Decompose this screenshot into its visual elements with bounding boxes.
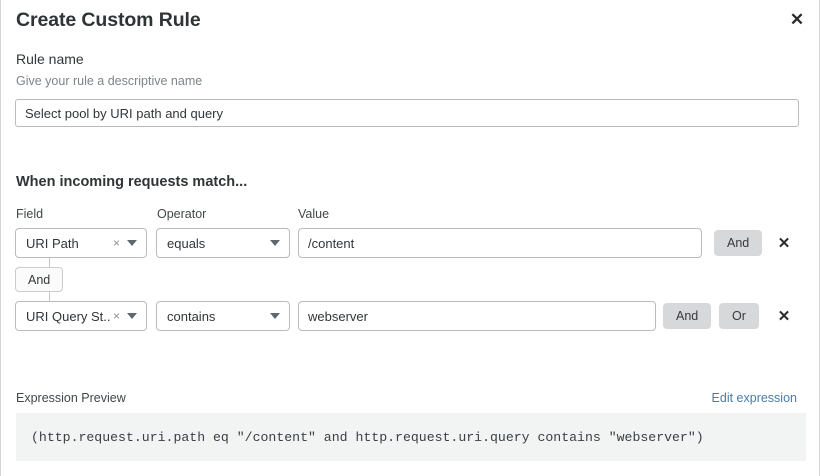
conditions-heading: When incoming requests match... <box>16 174 248 190</box>
condition-row: URI Query St... × contains And Or ✕ <box>1 301 820 331</box>
clear-icon[interactable]: × <box>112 236 120 250</box>
expression-code: (http.request.uri.path eq "/content" and… <box>31 429 704 445</box>
operator-select-2-value: contains <box>167 308 216 324</box>
and-button-row-1[interactable]: And <box>714 230 763 256</box>
expression-preview-label: Expression Preview <box>16 391 126 405</box>
chevron-down-icon <box>270 313 280 319</box>
delete-condition-icon-row-2[interactable]: ✕ <box>773 305 795 327</box>
rule-name-label: Rule name <box>16 51 84 67</box>
field-select-1-value: URI Path <box>26 235 79 251</box>
chevron-down-icon <box>127 313 137 319</box>
rule-name-help-text: Give your rule a descriptive name <box>16 74 203 88</box>
field-select-1[interactable]: URI Path × <box>15 228 147 258</box>
close-icon[interactable]: ✕ <box>785 7 809 31</box>
condition-row: URI Path × equals And ✕ <box>1 228 820 258</box>
operator-select-1[interactable]: equals <box>156 228 290 258</box>
rule-name-input[interactable] <box>15 99 799 127</box>
field-select-2-value: URI Query St... <box>26 308 111 324</box>
field-select-2[interactable]: URI Query St... × <box>15 301 147 331</box>
column-header-operator: Operator <box>157 207 207 221</box>
operator-select-2[interactable]: contains <box>156 301 290 331</box>
edit-expression-link[interactable]: Edit expression <box>711 391 797 405</box>
delete-condition-icon-row-1[interactable]: ✕ <box>773 232 795 254</box>
value-input-2[interactable] <box>298 301 656 331</box>
chevron-down-icon <box>127 240 137 246</box>
clear-icon[interactable]: × <box>112 309 120 323</box>
value-input-1[interactable] <box>298 228 702 258</box>
column-header-value: Value <box>298 207 330 221</box>
and-button-row-2[interactable]: And <box>663 303 712 329</box>
or-button-row-2[interactable]: Or <box>719 303 759 329</box>
chevron-down-icon <box>270 240 280 246</box>
group-operator-chip[interactable]: And <box>15 267 64 292</box>
column-header-field: Field <box>16 207 44 221</box>
operator-select-1-value: equals <box>167 235 206 251</box>
page-title: Create Custom Rule <box>16 9 201 31</box>
expression-preview-box: (http.request.uri.path eq "/content" and… <box>16 413 806 461</box>
